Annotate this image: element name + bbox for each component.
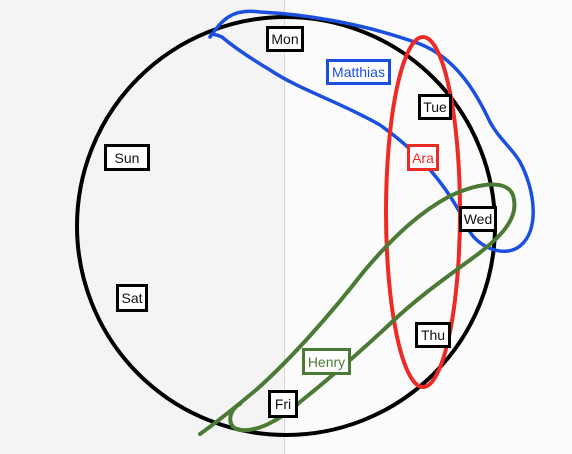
person-label-ara: Ara <box>407 144 439 171</box>
day-label-sat: Sat <box>116 284 148 312</box>
canvas-divider <box>284 0 285 454</box>
day-label-mon: Mon <box>266 26 304 52</box>
person-label-henry: Henry <box>302 348 351 375</box>
day-label-tue: Tue <box>418 94 452 120</box>
matthias-region <box>208 9 535 254</box>
day-label-sun: Sun <box>104 144 150 171</box>
day-label-wed: Wed <box>459 206 497 232</box>
person-label-matthias: Matthias <box>326 59 391 85</box>
day-label-fri: Fri <box>268 390 298 418</box>
day-label-thu: Thu <box>415 322 451 348</box>
